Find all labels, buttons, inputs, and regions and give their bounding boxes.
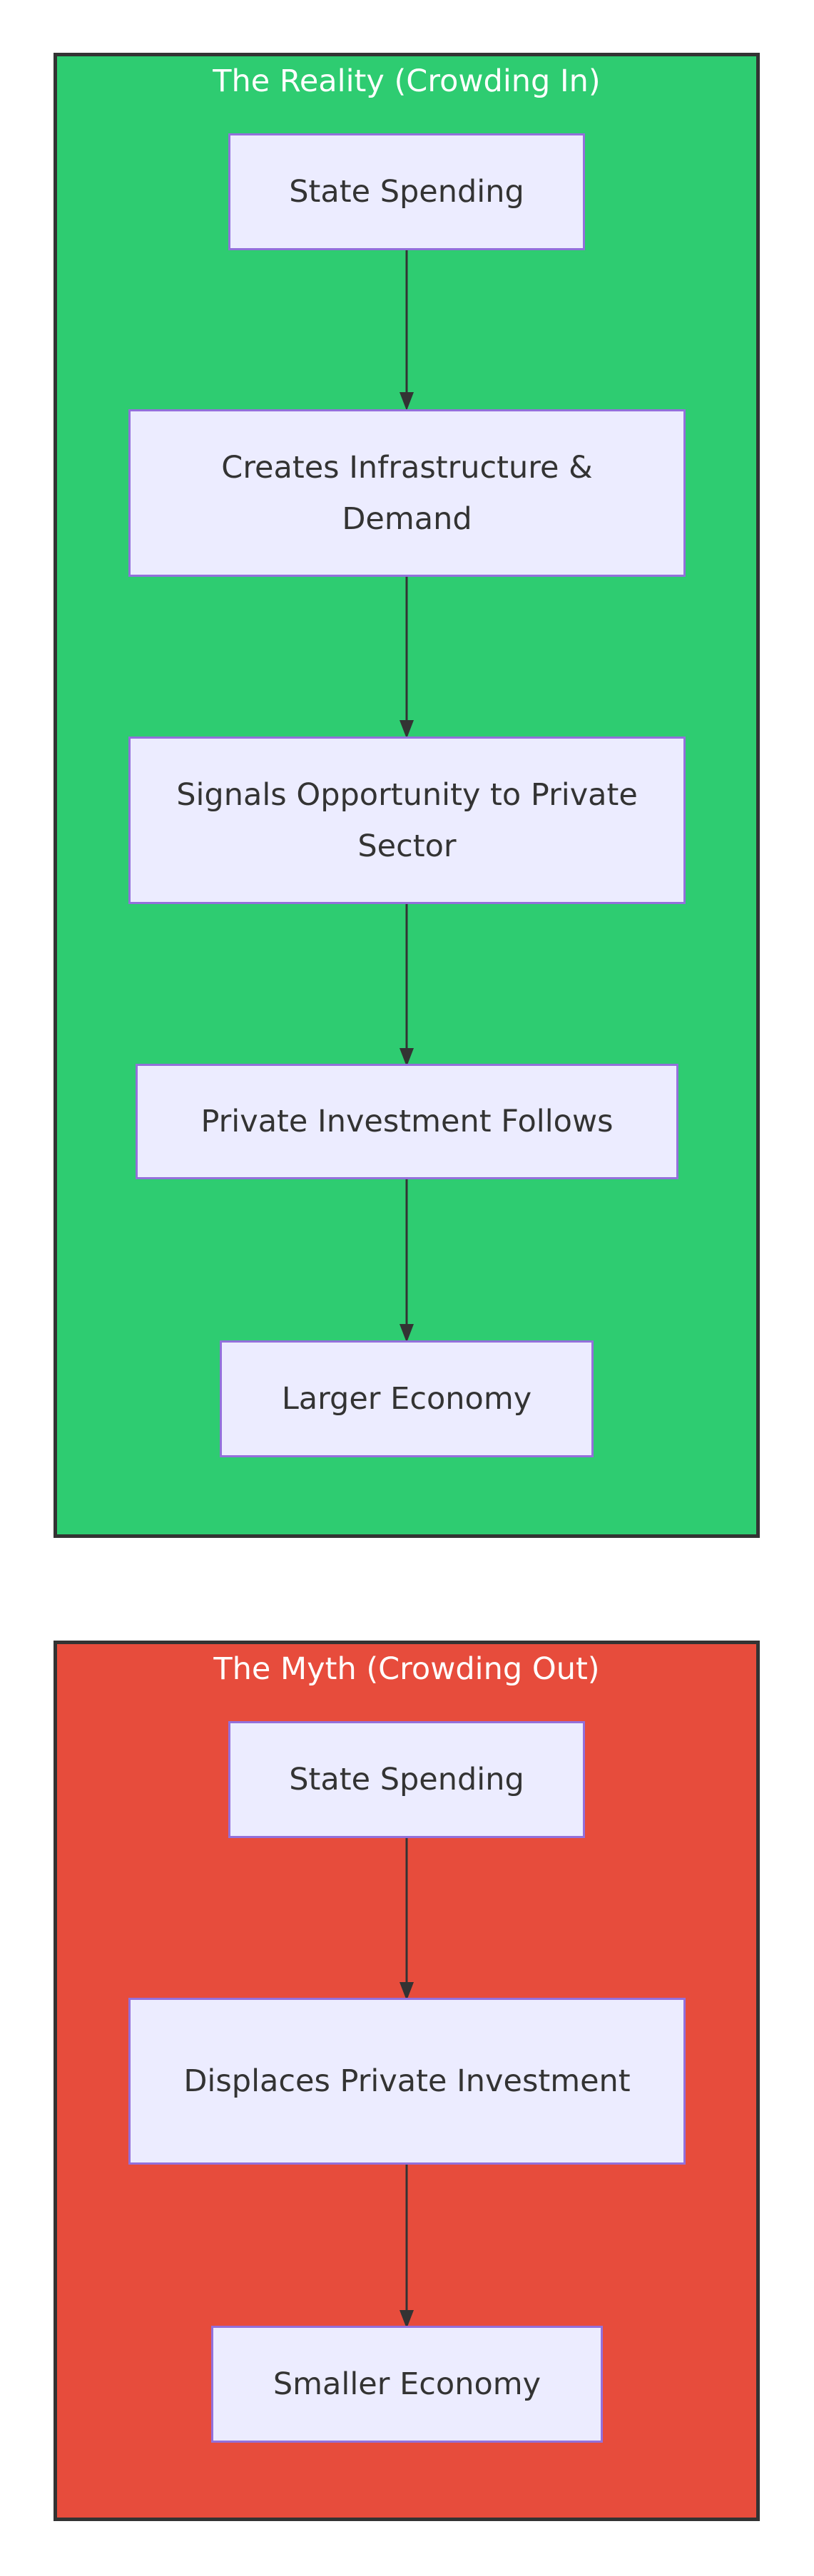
reality-node-state-spending: State Spending [228,133,585,250]
myth-node-displaces-private-investment: Displaces Private Investment [128,1998,686,2165]
reality-node-creates-infrastructure: Creates Infrastructure & Demand [128,409,686,577]
reality-cluster-title: The Reality (Crowding In) [213,63,601,99]
myth-cluster-title: The Myth (Crowding Out) [213,1651,600,1687]
myth-node-state-spending: State Spending [228,1721,585,1838]
reality-node-signals-opportunity: Signals Opportunity to Private Sector [128,737,686,904]
myth-node-smaller-economy: Smaller Economy [211,2326,603,2443]
reality-node-larger-economy: Larger Economy [220,1340,594,1457]
reality-node-private-investment: Private Investment Follows [136,1064,678,1179]
